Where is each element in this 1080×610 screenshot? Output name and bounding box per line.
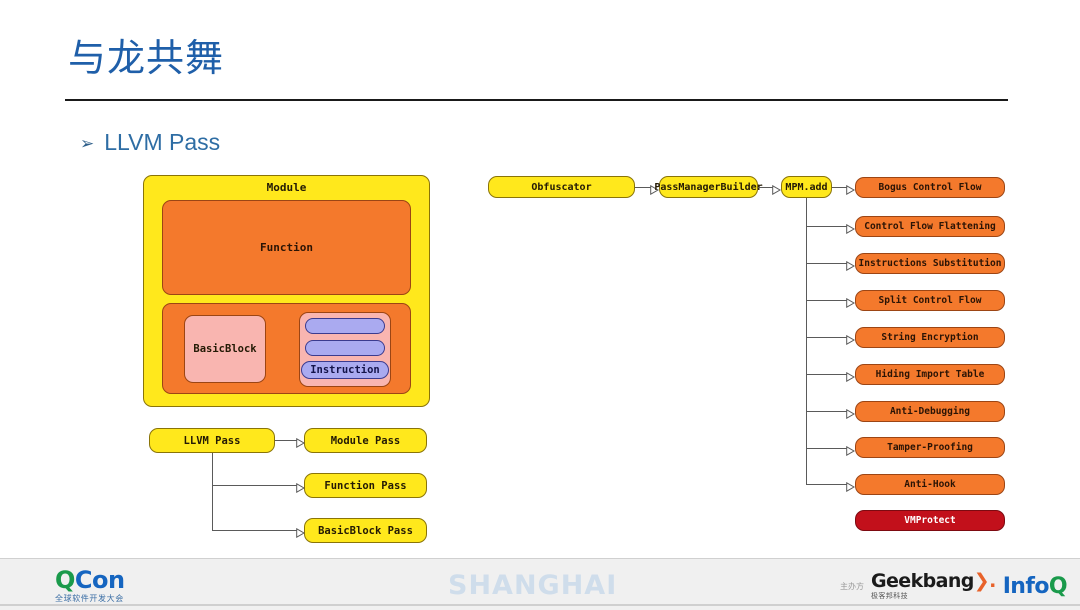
arrowhead-pass-2 <box>846 258 856 272</box>
connector-branch-pass-7 <box>806 448 848 450</box>
instruction-label: Instruction <box>310 364 380 376</box>
pass-label: Hiding Import Table <box>875 369 985 380</box>
connector-branch-pass-4 <box>806 337 848 339</box>
instruction-bar-1 <box>305 318 385 334</box>
connector-root-vertical <box>212 453 214 530</box>
qcon-con-letters: Con <box>74 566 125 594</box>
pass-box-vmprotect: VMProtect <box>855 510 1005 531</box>
pass-label: Control Flow Flattening <box>864 221 996 232</box>
arrowhead-mpmadd <box>772 182 782 196</box>
obfuscator-label: Obfuscator <box>531 181 592 193</box>
llvm-pass-root-box: LLVM Pass <box>149 428 275 453</box>
llvm-pass-root-label: LLVM Pass <box>183 434 241 447</box>
pass-box-anti-hook: Anti-Hook <box>855 474 1005 495</box>
geekbang-part-2: bang <box>922 570 975 592</box>
geekbang-subtitle: 极客邦科技 <box>871 592 908 600</box>
sponsor-logos: 主办方 Geekbang❯. 极客邦科技 InfoQ <box>840 572 1068 600</box>
page-title: 与龙共舞 <box>68 36 225 80</box>
instruction-box: Instruction <box>301 361 389 379</box>
geekbang-part-1: Geek <box>871 570 923 592</box>
obfuscator-box: Obfuscator <box>488 176 635 198</box>
basicblock-box: BasicBlock <box>184 315 266 383</box>
pass-box-anti-debugging: Anti-Debugging <box>855 401 1005 422</box>
sponsor-label: 主办方 <box>840 581 864 591</box>
pass-label: Instructions Substitution <box>858 258 1002 269</box>
arrowhead-pass-0 <box>846 182 856 196</box>
city-wordmark: SHANGHAI <box>448 570 618 601</box>
connector-root-to-basicblock-pass <box>212 530 297 532</box>
arrowhead-pass-8 <box>846 479 856 493</box>
pass-label: VMProtect <box>904 515 956 526</box>
module-pass-box: Module Pass <box>304 428 427 453</box>
pass-label: Split Control Flow <box>878 295 982 306</box>
connector-branch-pass-1 <box>806 226 848 228</box>
pass-box-split-control-flow: Split Control Flow <box>855 290 1005 311</box>
geekbang-chevron-icon: ❯. <box>973 570 997 592</box>
connector-branch-pass-3 <box>806 300 848 302</box>
qcon-logo: QCon 全球软件开发大会 <box>55 568 195 604</box>
connector-branch-pass-2 <box>806 263 848 265</box>
arrowhead-pmb <box>650 182 660 196</box>
module-pass-label: Module Pass <box>330 434 401 447</box>
arrowhead-pass-3 <box>846 295 856 309</box>
qcon-subtitle: 全球软件开发大会 <box>55 594 124 603</box>
geekbang-logo: Geekbang❯. 极客邦科技 <box>871 572 996 600</box>
arrowhead-basicblock-pass <box>296 525 306 539</box>
bullet-arrow-icon: ➢ <box>80 134 95 153</box>
passmanagerbuilder-box: PassManagerBuilder <box>654 176 763 198</box>
pass-box-control-flow-flattening: Control Flow Flattening <box>855 216 1005 237</box>
arrowhead-function-pass <box>296 480 306 494</box>
instruction-bar-2 <box>305 340 385 356</box>
bullet-label: LLVM Pass <box>104 129 221 155</box>
connector-root-to-module-pass <box>275 440 297 442</box>
basicblock-label: BasicBlock <box>193 343 257 355</box>
connector-branch-pass-8 <box>806 484 848 486</box>
qcon-wordmark: QCon <box>55 568 195 592</box>
basicblock-pass-label: BasicBlock Pass <box>318 524 413 537</box>
connector-branch-pass-6 <box>806 411 848 413</box>
mpm-add-box: MPM.add <box>781 176 832 198</box>
footer-bar <box>0 558 1080 610</box>
title-divider <box>65 99 1008 101</box>
arrowhead-pass-6 <box>846 406 856 420</box>
pass-box-hiding-import-table: Hiding Import Table <box>855 364 1005 385</box>
basicblock-pass-box: BasicBlock Pass <box>304 518 427 543</box>
infoq-logo: InfoQ <box>1002 573 1068 599</box>
pass-label: Tamper-Proofing <box>887 442 973 453</box>
connector-root-to-function-pass <box>212 485 297 487</box>
mpm-add-label: MPM.add <box>785 181 828 193</box>
function-box: Function <box>162 200 411 295</box>
pass-box-string-encryption: String Encryption <box>855 327 1005 348</box>
footer-baseline <box>0 604 1080 606</box>
connector-pmb-to-mpmadd <box>758 187 774 189</box>
pass-label: Bogus Control Flow <box>878 182 982 193</box>
pass-label: Anti-Hook <box>904 479 956 490</box>
arrowhead-pass-7 <box>846 443 856 457</box>
function-pass-label: Function Pass <box>324 479 407 492</box>
infoq-q-letter: Q <box>1048 573 1068 599</box>
passmanagerbuilder-label: PassManagerBuilder <box>654 181 763 193</box>
bullet-llvm-pass: ➢ LLVM Pass <box>80 129 220 156</box>
connector-mpmadd-trunk <box>806 198 808 485</box>
pass-box-tamper-proofing: Tamper-Proofing <box>855 437 1005 458</box>
connector-branch-pass-5 <box>806 374 848 376</box>
arrowhead-pass-4 <box>846 332 856 346</box>
arrowhead-pass-5 <box>846 369 856 383</box>
arrowhead-pass-1 <box>846 221 856 235</box>
connector-mpmadd-to-pass-0 <box>832 187 848 189</box>
pass-label: Anti-Debugging <box>889 406 971 417</box>
infoq-info-letters: Info <box>1002 573 1050 599</box>
pass-box-bogus-control-flow: Bogus Control Flow <box>855 177 1005 198</box>
connector-obfuscator-to-pmb <box>635 187 652 189</box>
pass-box-instructions-substitution: Instructions Substitution <box>855 253 1005 274</box>
arrowhead-module-pass <box>296 435 306 449</box>
function-pass-box: Function Pass <box>304 473 427 498</box>
pass-label: String Encryption <box>881 332 979 343</box>
module-label: Module <box>266 181 307 194</box>
function-label: Function <box>260 241 313 254</box>
geekbang-wordmark: Geekbang❯. <box>871 570 996 592</box>
qcon-q-letter: Q <box>55 566 75 594</box>
